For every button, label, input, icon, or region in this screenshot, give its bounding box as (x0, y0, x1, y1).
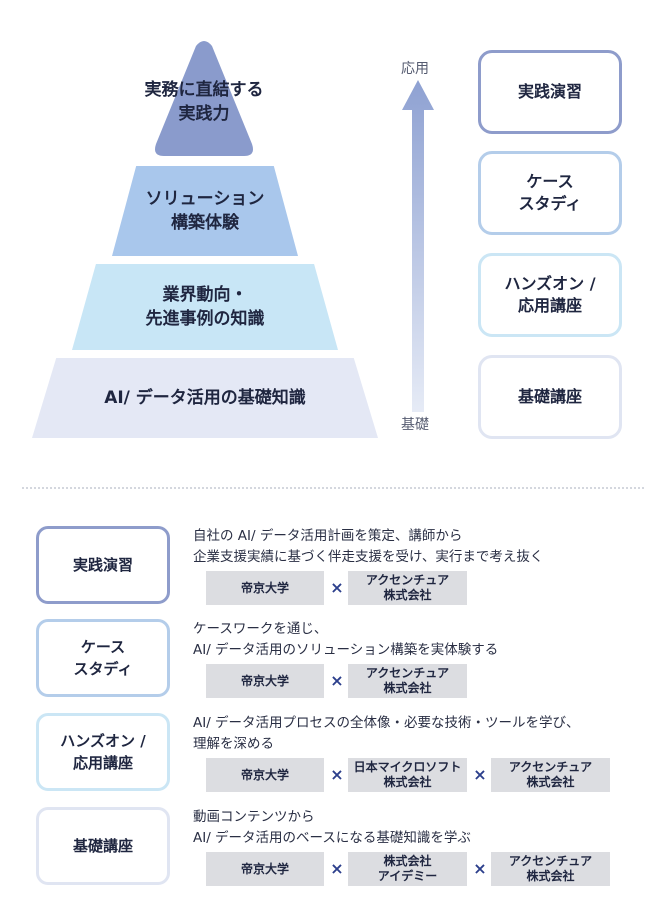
partner-chip: 帝京大学 (206, 664, 324, 698)
row-basic-description: 動画コンテンツから AI/ データ活用のベースになる基礎知識を学ぶ (193, 809, 471, 846)
cross-separator: × (473, 859, 487, 878)
partner-chip: アクセンチュア 株式会社 (348, 571, 467, 605)
pyramid-tier-2-label: ソリューション 構築体験 (145, 189, 265, 233)
pyramid-tier-3-label: 業界動向・ 先進事例の知識 (145, 285, 265, 329)
pyramid-tier-3: 業界動向・ 先進事例の知識 (72, 264, 338, 350)
progression-arrow (402, 80, 434, 412)
level-box-hands-on: ハンズオン / 応用講座 (478, 253, 622, 337)
partner-chip: アクセンチュア 株式会社 (491, 758, 610, 792)
partner-chip: アクセンチュア 株式会社 (491, 852, 610, 886)
level-box-case-study-label: ケース スタディ (518, 172, 582, 213)
row-hands-on-label: ハンズオン / 応用講座 (60, 732, 146, 772)
partner-chip: アクセンチュア 株式会社 (348, 664, 467, 698)
pyramid-tier-base: AI/ データ活用の基礎知識 (32, 358, 378, 438)
partner-chip: 帝京大学 (206, 758, 324, 792)
row-case-study-description: ケースワークを通じ、 AI/ データ活用のソリューション構築を実体験する (193, 621, 499, 658)
row-basic-label: 基礎講座 (72, 837, 133, 855)
row-practice-description: 自社の AI/ データ活用計画を策定、講師から 企業支援実績に基づく伴走支援を受… (193, 528, 544, 565)
level-box-basic: 基礎講座 (478, 355, 622, 439)
cross-separator: × (330, 671, 344, 690)
level-box-hands-on-label: ハンズオン / 応用講座 (504, 274, 596, 315)
level-box-case-study: ケース スタディ (478, 151, 622, 235)
cross-separator: × (330, 765, 344, 784)
cross-separator: × (330, 578, 344, 597)
row-case-study-box: ケース スタディ (36, 619, 170, 697)
cross-separator: × (330, 859, 344, 878)
level-box-practice: 実践演習 (478, 50, 622, 134)
row-hands-on-box: ハンズオン / 応用講座 (36, 713, 170, 791)
level-box-practice-label: 実践演習 (517, 82, 582, 101)
row-basic-box: 基礎講座 (36, 807, 170, 885)
pyramid-tier-top-label: 実務に直結する 実践力 (144, 80, 264, 124)
partner-chip: 株式会社 アイデミー (348, 852, 467, 886)
row-practice-label: 実践演習 (72, 556, 133, 574)
cross-separator: × (473, 765, 487, 784)
row-practice-box: 実践演習 (36, 526, 170, 604)
row-case-study-label: ケース スタディ (73, 638, 133, 678)
pyramid-tier-top (100, 40, 308, 158)
pyramid-tier-base-label: AI/ データ活用の基礎知識 (104, 388, 306, 408)
partner-chip: 帝京大学 (206, 571, 324, 605)
partner-chip: 日本マイクロソフト 株式会社 (348, 758, 467, 792)
row-hands-on-description: AI/ データ活用プロセスの全体像・必要な技術・ツールを学び、 理解を深める (193, 715, 580, 752)
level-box-basic-label: 基礎講座 (517, 387, 582, 406)
arrow-bottom-label: 基礎 (401, 417, 429, 433)
section-divider (22, 487, 644, 489)
pyramid-tier-2: ソリューション 構築体験 (112, 166, 298, 256)
arrow-top-label: 応用 (401, 61, 429, 77)
partner-chip: 帝京大学 (206, 852, 324, 886)
